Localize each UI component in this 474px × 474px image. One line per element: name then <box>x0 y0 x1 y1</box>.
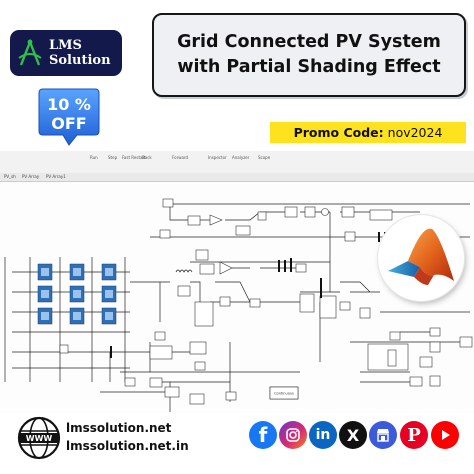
website-link-1[interactable]: lmssolution.net <box>66 421 172 435</box>
globe-label: WWW <box>26 434 53 443</box>
tab-pv-array1[interactable]: PV Array1 <box>46 174 66 179</box>
discount-off: OFF <box>51 114 86 133</box>
toolbar-fast-restart[interactable]: Fast Restart <box>122 155 146 160</box>
tab-pv-array[interactable]: PV Array <box>22 174 40 179</box>
block-diagram: Continuous <box>4 198 473 412</box>
instagram-icon[interactable] <box>279 421 307 449</box>
tab-model[interactable]: PV_sh <box>4 174 16 179</box>
model-tabs: PV_sh PV Array PV Array1 <box>0 173 474 182</box>
toolbar-run[interactable]: Run <box>90 155 98 160</box>
title-line-1: Grid Connected PV System <box>177 32 441 52</box>
shop-icon[interactable] <box>369 421 397 449</box>
toolbar-analyzer[interactable]: Analyzer <box>232 155 250 160</box>
facebook-icon[interactable]: f <box>249 421 277 449</box>
inductor <box>175 269 193 273</box>
discount-badge: 10 % OFF <box>38 88 100 146</box>
website-link-2[interactable]: lmssolution.net.in <box>66 439 189 453</box>
x-icon[interactable]: X <box>339 421 367 449</box>
toolbar-scope[interactable]: Scope <box>258 155 271 160</box>
title-card: Grid Connected PV System with Partial Sh… <box>152 13 466 97</box>
pinterest-icon[interactable]: P <box>400 421 428 449</box>
promo-label: Promo Code: <box>293 125 384 140</box>
toolbar-inspector[interactable]: Inspector <box>208 155 227 160</box>
promo-code: nov2024 <box>387 125 443 140</box>
bus-bars <box>110 232 386 358</box>
matlab-logo <box>378 215 464 301</box>
matlab-membrane-icon <box>388 228 454 285</box>
title-line-2: with Partial Shading Effect <box>177 57 441 77</box>
brand-logo[interactable]: LMS Solution <box>10 30 122 76</box>
toolbar-back[interactable]: Back <box>142 155 152 160</box>
toolbar-step[interactable]: Step <box>108 155 118 160</box>
toolbar-forward[interactable]: Forward <box>172 155 189 160</box>
brand-line1: LMS <box>49 38 82 53</box>
youtube-icon[interactable] <box>431 421 459 449</box>
simulink-toolbar: Run Step Fast Restart Back Forward Inspe… <box>0 151 474 174</box>
promo-code-banner: Promo Code: nov2024 <box>270 122 466 143</box>
powergui-block[interactable] <box>269 386 299 400</box>
pv-array-cells <box>41 268 113 320</box>
linkedin-icon[interactable]: in <box>309 421 337 449</box>
compass-triangle-icon <box>18 38 42 66</box>
brand-name: LMS Solution <box>49 38 111 68</box>
brand-line2: Solution <box>49 53 111 68</box>
globe-www-icon: WWW <box>17 416 61 460</box>
powergui-label: Continuous <box>274 392 294 396</box>
discount-percent: 10 % <box>47 95 91 114</box>
